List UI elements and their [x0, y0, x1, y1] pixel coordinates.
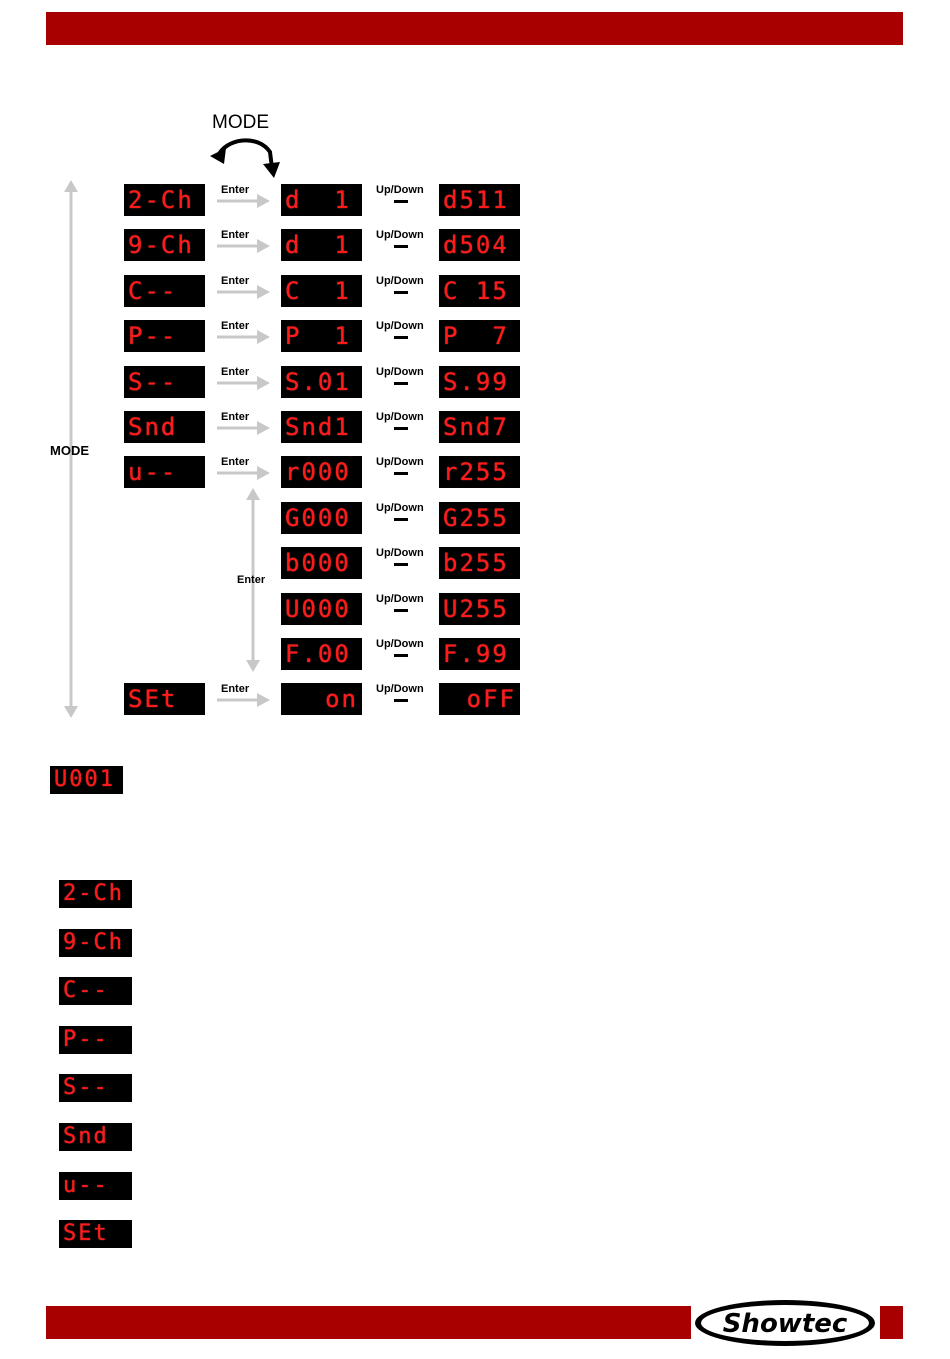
- header-bar: [46, 12, 903, 45]
- enter-label: Enter: [221, 320, 250, 332]
- updown-bar-icon: [394, 654, 408, 657]
- enter-label: Enter: [221, 456, 250, 468]
- legend-display: S--: [59, 1074, 132, 1102]
- showtec-logo: Showtec: [695, 1300, 875, 1346]
- updown-label: Up/Down: [376, 184, 424, 196]
- address-display: U001: [50, 766, 123, 794]
- menu-display: u--: [124, 456, 205, 488]
- value-display-first: U000: [281, 593, 362, 625]
- updown-label: Up/Down: [376, 502, 424, 514]
- enter-label: Enter: [221, 366, 250, 378]
- updown-bar-icon: [394, 609, 408, 612]
- value-display-last: U255: [439, 593, 520, 625]
- footer-bar: [46, 1306, 691, 1339]
- updown-bar-icon: [394, 336, 408, 339]
- legend-display: 2-Ch: [59, 880, 132, 908]
- value-display-last: G255: [439, 502, 520, 534]
- enter-label: Enter: [221, 275, 250, 287]
- value-display-first: F.00: [281, 638, 362, 670]
- value-display-first: d 1: [281, 184, 362, 216]
- value-display-first: r000: [281, 456, 362, 488]
- value-display-first: C 1: [281, 275, 362, 307]
- value-display-last: b255: [439, 547, 520, 579]
- menu-display: Snd: [124, 411, 205, 443]
- legend-display: P--: [59, 1026, 132, 1054]
- menu-display: 2-Ch: [124, 184, 205, 216]
- updown-bar-icon: [394, 200, 408, 203]
- updown-bar-icon: [394, 291, 408, 294]
- enter-arrow-icon: [217, 466, 270, 480]
- menu-display: P--: [124, 320, 205, 352]
- mode-cycle-arrow-icon: [210, 138, 280, 178]
- menu-display: S--: [124, 366, 205, 398]
- enter-label: Enter: [221, 411, 250, 423]
- updown-bar-icon: [394, 427, 408, 430]
- value-display-last: F.99: [439, 638, 520, 670]
- legend-display: SEt: [59, 1220, 132, 1248]
- legend-display: u--: [59, 1172, 132, 1200]
- menu-display: SEt: [124, 683, 205, 715]
- updown-label: Up/Down: [376, 229, 424, 241]
- legend-display: C--: [59, 977, 132, 1005]
- mode-label-side: MODE: [50, 443, 89, 458]
- enter-arrow-icon: [217, 285, 270, 299]
- enter-arrow-icon: [217, 693, 270, 707]
- enter-arrow-icon: [217, 421, 270, 435]
- enter-vertical-arrow-icon: [246, 488, 260, 672]
- menu-display: 9-Ch: [124, 229, 205, 261]
- enter-label-vertical: Enter: [237, 574, 266, 586]
- updown-label: Up/Down: [376, 593, 424, 605]
- updown-label: Up/Down: [376, 275, 424, 287]
- updown-label: Up/Down: [376, 320, 424, 332]
- value-display-first: d 1: [281, 229, 362, 261]
- value-display-last: C 15: [439, 275, 520, 307]
- updown-label: Up/Down: [376, 456, 424, 468]
- updown-label: Up/Down: [376, 366, 424, 378]
- updown-label: Up/Down: [376, 638, 424, 650]
- enter-label: Enter: [221, 184, 250, 196]
- mode-vertical-arrow-icon: [64, 180, 78, 718]
- svg-text:Showtec: Showtec: [723, 1309, 848, 1339]
- value-display-first: Snd1: [281, 411, 362, 443]
- updown-label: Up/Down: [376, 547, 424, 559]
- value-display-last: r255: [439, 456, 520, 488]
- value-display-first: S.01: [281, 366, 362, 398]
- enter-arrow-icon: [217, 194, 270, 208]
- enter-arrow-icon: [217, 239, 270, 253]
- legend-display: Snd: [59, 1123, 132, 1151]
- updown-bar-icon: [394, 245, 408, 248]
- updown-bar-icon: [394, 518, 408, 521]
- value-display-first: b000: [281, 547, 362, 579]
- value-display-last: d504: [439, 229, 520, 261]
- value-display-first: P 1: [281, 320, 362, 352]
- updown-bar-icon: [394, 382, 408, 385]
- updown-bar-icon: [394, 472, 408, 475]
- value-display-first: on: [281, 683, 362, 715]
- enter-arrow-icon: [217, 376, 270, 390]
- legend-display: 9-Ch: [59, 929, 132, 957]
- value-display-last: P 7: [439, 320, 520, 352]
- enter-label: Enter: [221, 229, 250, 241]
- menu-display: C--: [124, 275, 205, 307]
- updown-label: Up/Down: [376, 683, 424, 695]
- updown-bar-icon: [394, 699, 408, 702]
- value-display-first: G000: [281, 502, 362, 534]
- enter-arrow-icon: [217, 330, 270, 344]
- value-display-last: d511: [439, 184, 520, 216]
- value-display-last: Snd7: [439, 411, 520, 443]
- mode-label-top: MODE: [212, 112, 269, 133]
- updown-label: Up/Down: [376, 411, 424, 423]
- enter-label: Enter: [221, 683, 250, 695]
- value-display-last: oFF: [439, 683, 520, 715]
- footer-bar-end: [880, 1306, 903, 1339]
- updown-bar-icon: [394, 563, 408, 566]
- value-display-last: S.99: [439, 366, 520, 398]
